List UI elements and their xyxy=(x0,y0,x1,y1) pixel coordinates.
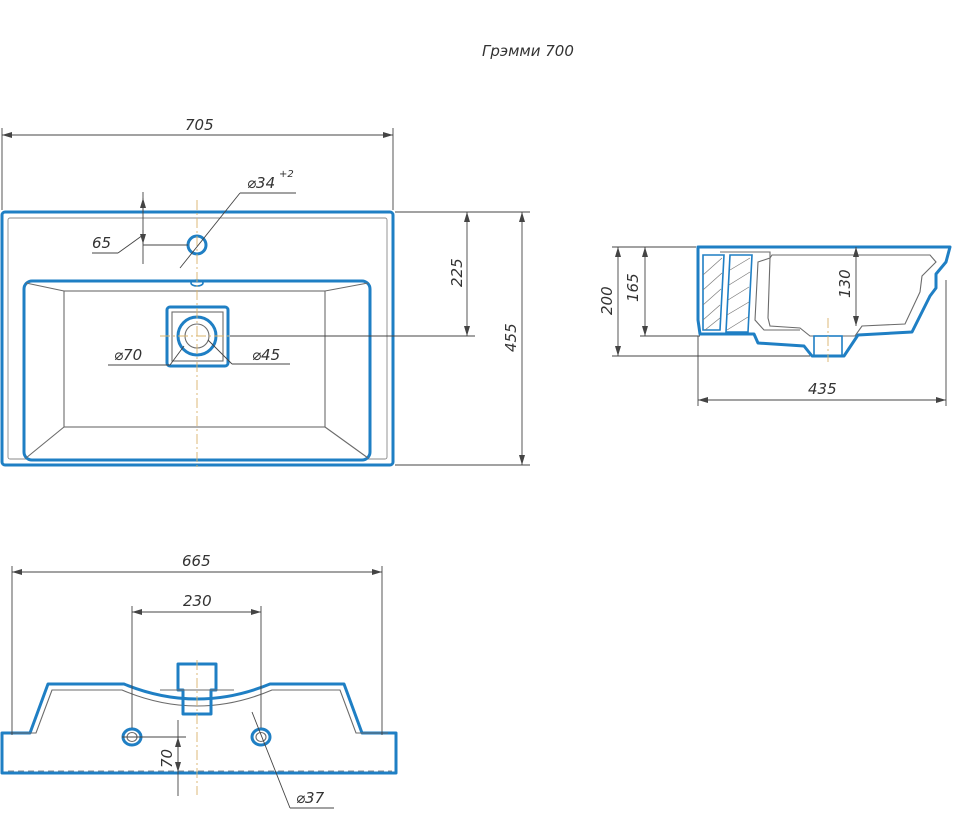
dim-mount-height-70: 70 xyxy=(158,749,176,768)
dim-drain-outer-diameter: ⌀70 xyxy=(114,346,142,364)
dim-mount-spacing-230: 230 xyxy=(183,592,212,610)
side-profile-outline xyxy=(696,245,952,358)
dim-depth-455: 455 xyxy=(502,323,520,352)
drain-square xyxy=(165,305,230,368)
dim-tap-offset-225: 225 xyxy=(448,258,466,287)
dim-length-435: 435 xyxy=(808,380,837,398)
dim-tap-hole-diameter: ⌀34 xyxy=(247,174,275,192)
dim-mount-hole-diameter: ⌀37 xyxy=(296,789,325,807)
dim-tap-hole-tolerance: +2 xyxy=(279,169,294,180)
dim-width-705: 705 xyxy=(185,116,214,134)
dim-bowl-depth-130: 130 xyxy=(836,269,854,298)
dim-tap-offset-65: 65 xyxy=(92,234,111,252)
dim-overall-width-665: 665 xyxy=(182,552,211,570)
side-view: 200 165 130 435 xyxy=(598,245,952,406)
basin-outer-outline xyxy=(0,210,395,467)
side-section-wall xyxy=(702,254,725,331)
mount-hole-right xyxy=(250,727,272,747)
rear-profile-outline xyxy=(0,682,398,775)
rear-view: 665 230 70 ⌀37 xyxy=(0,552,398,809)
dim-drain-inner-diameter: ⌀45 xyxy=(252,346,280,364)
top-view: 705 ⌀34 +2 65 225 455 ⌀70 ⌀45 xyxy=(0,116,530,470)
dim-total-height-200: 200 xyxy=(598,286,616,315)
dim-height-165: 165 xyxy=(624,273,642,302)
drawing-title: Грэмми 700 xyxy=(482,42,574,60)
